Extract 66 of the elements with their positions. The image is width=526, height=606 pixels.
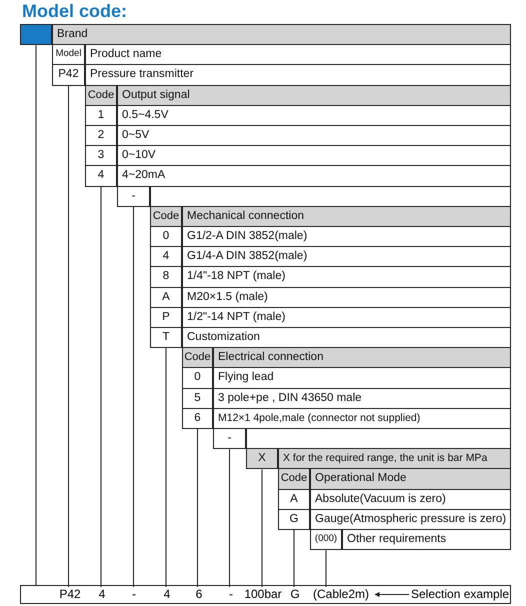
header-cell: Brand: [52, 24, 511, 46]
example-row: [20, 585, 511, 604]
table-cell: 0~5V: [117, 125, 511, 146]
code-cell: 0: [182, 367, 213, 389]
arrow: [374, 592, 410, 597]
title: Model code:: [22, 1, 128, 21]
connector-line: [197, 428, 198, 588]
code-cell: (000): [310, 529, 342, 550]
code-cell: Code: [150, 206, 182, 227]
code-cell: A: [150, 286, 182, 308]
code-cell: Code: [85, 84, 117, 106]
example-code: 100bar: [244, 587, 282, 602]
table-cell: M20×1.5 (male): [182, 286, 511, 308]
example-code: 4: [98, 587, 106, 602]
table-cell: Product name: [85, 44, 511, 66]
code-cell: G: [278, 508, 310, 530]
code-cell: 8: [150, 266, 182, 288]
header-cell: Electrical connection: [213, 347, 511, 368]
example-code: P42: [59, 587, 81, 602]
table-cell: Gauge(Atmospheric pressure is zero): [310, 508, 511, 530]
example-code: G: [290, 587, 300, 602]
code-cell: X: [246, 448, 278, 470]
table-cell: 0.5~4.5V: [117, 104, 511, 126]
example-code: 4: [164, 587, 170, 602]
table-cell: 1/2"-14 NPT (male): [182, 306, 511, 328]
header-cell: Operational Mode: [310, 468, 511, 490]
example-code: (Cable2m): [313, 587, 370, 602]
code-cell: P: [150, 306, 182, 328]
header-cell: Mechanical connection: [182, 206, 511, 227]
table-cell: G1/2-A DIN 3852(male): [182, 226, 511, 248]
table-cell: Flying lead: [213, 367, 511, 389]
connector-line: [133, 206, 134, 588]
code-cell: -: [117, 186, 150, 207]
connector-line: [100, 186, 102, 588]
table-cell: 1/4"-18 NPT (male): [182, 266, 511, 288]
table-cell: Absolute(Vacuum is zero): [310, 488, 511, 510]
example-label: Selection example: [411, 587, 510, 602]
table-cell: M12×1 4pole,male (connector not supplied): [213, 408, 511, 429]
code-cell: 4: [150, 246, 182, 268]
code-cell: 5: [182, 388, 213, 409]
code-cell: 0: [150, 226, 182, 248]
code-cell: 1: [85, 104, 117, 126]
table-cell: 0~10V: [117, 145, 511, 166]
code-cell: 4: [85, 165, 117, 187]
code-cell: P42: [52, 64, 85, 86]
code-cell: A: [278, 488, 310, 510]
code-cell: Code: [182, 347, 213, 368]
code-cell: 3: [85, 145, 117, 166]
example-code: -: [132, 587, 136, 602]
code-cell: Code: [278, 468, 310, 490]
table-cell: 4~20mA: [117, 165, 511, 187]
header-cell: X for the required range, the unit is bar MPa: [278, 448, 511, 470]
connector-line: [229, 448, 230, 588]
table-cell: Other requirements: [342, 529, 511, 550]
brand-code-cell: [20, 24, 52, 46]
code-cell: -: [213, 428, 246, 450]
code-cell: Model: [52, 44, 85, 66]
example-code: -: [229, 587, 233, 602]
table-cell: 3 pole+pe , DIN 43650 male: [213, 388, 511, 409]
code-cell: 6: [182, 408, 213, 429]
table-cell: G1/4-A DIN 3852(male): [182, 246, 511, 268]
header-cell: Output signal: [117, 84, 511, 106]
example-code: 6: [196, 587, 202, 602]
code-cell: 2: [85, 125, 117, 146]
code-cell: T: [150, 327, 182, 348]
connector-line: [68, 85, 69, 588]
